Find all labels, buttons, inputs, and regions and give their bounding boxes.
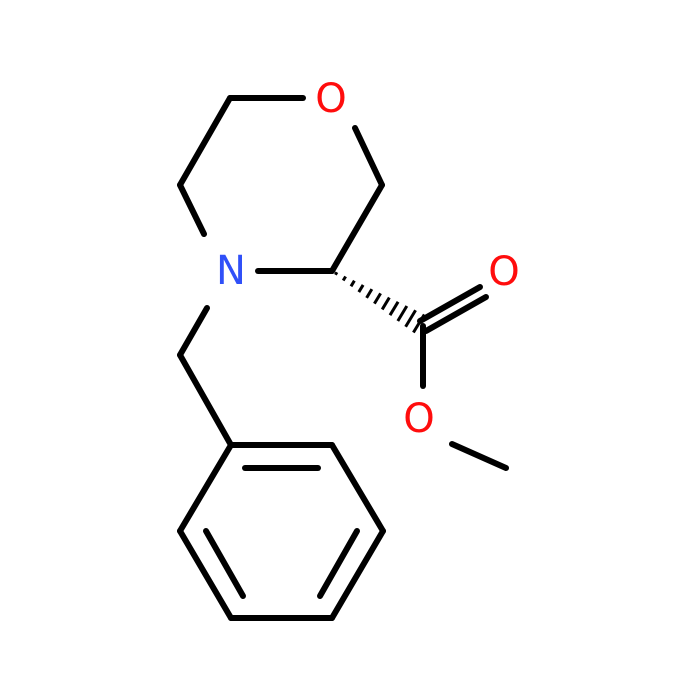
benzyl-group	[177, 305, 234, 448]
bond-n4-c5	[177, 182, 207, 237]
bond-ch2-ipso	[177, 352, 234, 448]
ring-inner-bond-b	[317, 528, 360, 599]
ring-nitrogen-label: N	[216, 248, 246, 294]
ring-oxygen-label: O	[315, 76, 346, 122]
bond-c2-c3	[329, 182, 385, 274]
ring-bond-2	[329, 442, 386, 534]
hash-line	[334, 271, 339, 276]
morpholine-ring	[177, 95, 385, 274]
ring-bond-3	[329, 528, 386, 621]
ring-bond-5	[177, 528, 234, 621]
bond-o1-c2	[352, 125, 385, 188]
hash-line	[396, 305, 409, 322]
hash-line	[373, 292, 382, 305]
ring-inner-bond-c	[203, 528, 246, 599]
ester-group	[417, 284, 509, 471]
bond-c-eq-o-a	[417, 284, 483, 324]
bond-c-eq-o-b	[423, 294, 489, 334]
bond-c5-c6	[177, 95, 233, 188]
hash-line	[349, 279, 356, 288]
benzene-ring	[177, 442, 386, 621]
hash-line	[388, 301, 400, 316]
ester-oxygen-label: O	[403, 396, 434, 442]
hash-line	[341, 275, 347, 282]
hash-line	[365, 288, 374, 299]
hash-line	[380, 296, 391, 311]
carbonyl-oxygen-label: O	[488, 249, 519, 295]
hash-line	[404, 309, 417, 328]
ring-bond-6	[177, 442, 234, 534]
bond-n-ch2	[177, 305, 210, 358]
hash-line	[357, 284, 365, 293]
bond-o-methyl	[449, 441, 509, 471]
